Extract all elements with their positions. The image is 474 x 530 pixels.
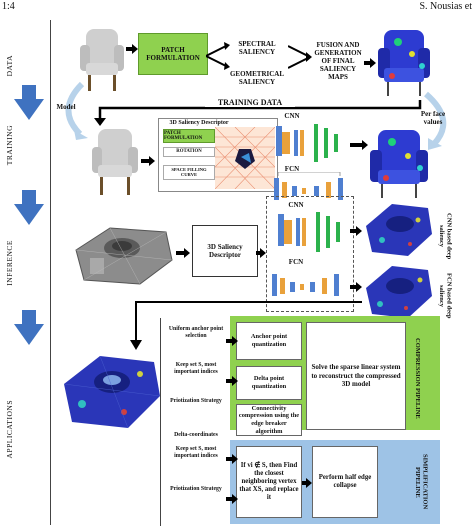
- rotation-chip: ROTATION: [163, 147, 215, 157]
- patch-mesh-image: [215, 127, 275, 189]
- keep-set-label: Keep set S, most important indices: [174, 362, 218, 375]
- model-label: Model: [56, 103, 76, 111]
- fusion-label: FUSION AND GENERATION OF FINAL SALIENCY …: [314, 41, 362, 82]
- fcn-label: FCN: [284, 165, 300, 173]
- descriptor-panel: 3D Saliency Descriptor PATCH FORMULATION…: [158, 118, 278, 192]
- cnn-label: CNN: [284, 112, 300, 120]
- page-number: 1:4: [2, 1, 15, 12]
- arrow-right-icon: [350, 282, 362, 292]
- saliency-armchair-image: [378, 30, 430, 96]
- anchor-quantization-box: Anchor point quantization: [236, 322, 302, 360]
- spectral-saliency-label: SPECTRAL SALIENCY: [238, 40, 276, 57]
- stage-data: DATA: [5, 55, 14, 77]
- model-arrow: [65, 81, 88, 140]
- mechanical-part-mesh: [75, 227, 173, 285]
- fcn-network-diagram: [272, 274, 339, 296]
- down-arrow-icon: [14, 310, 44, 345]
- training-data-label: TRAINING DATA: [205, 98, 295, 108]
- space-filling-chip: SPACE FILLING CURVE: [163, 165, 215, 180]
- arrow-right-icon: [256, 248, 266, 258]
- down-arrow-icon: [14, 85, 44, 120]
- saliency-armchair-image: [370, 130, 428, 198]
- armchair-image: [92, 129, 138, 195]
- stage-applications: APPLICATIONS: [5, 400, 14, 459]
- prioritization-label: Priotization Strategy: [170, 486, 222, 492]
- arrow-right-icon: [350, 140, 368, 150]
- compression-pipeline-label: COMPRESSION PIPELINE: [414, 337, 422, 419]
- training-data-arrow: [94, 100, 422, 126]
- fork-arrows-icon: [206, 42, 230, 70]
- arrow-right-icon: [226, 376, 238, 386]
- connectivity-compression-box: Connectivity compression using the edge …: [236, 404, 302, 436]
- keep-set-label: Keep set S, most important indices: [174, 446, 218, 459]
- per-face-label: Per face values: [420, 110, 446, 127]
- cnn-based-label: CNN based deep saliency: [438, 212, 453, 260]
- fcn-saliency-mesh: [366, 266, 432, 318]
- half-edge-collapse-box: Perform half edge collapse: [312, 446, 378, 518]
- descriptor-title: 3D Saliency Descriptor: [169, 120, 229, 126]
- saliency-descriptor-box: 3D Saliency Descriptor: [192, 225, 258, 277]
- cnn-network-diagram: [276, 124, 338, 162]
- solve-system-box: Solve the sparse linear system to recons…: [306, 322, 406, 430]
- arrow-right-icon: [302, 478, 312, 488]
- bracket-line: [160, 476, 161, 526]
- bracket-line: [160, 318, 161, 476]
- network-panel: [266, 196, 354, 312]
- running-header: S. Nousias et: [419, 1, 473, 12]
- merge-arrows-icon: [288, 45, 312, 69]
- cnn-network-diagram: [278, 212, 340, 252]
- geometrical-saliency-label: GEOMETRICAL SALIENCY: [229, 70, 285, 87]
- stage-inference: INFERENCE: [5, 240, 14, 286]
- simplification-pipeline-label: SIMPLIFICATION PIPELINE: [414, 454, 429, 510]
- cnn-saliency-mesh: [366, 204, 432, 256]
- fcn-network-diagram: [274, 172, 343, 200]
- stage-training: TRAINING: [5, 125, 14, 166]
- arrow-right-icon: [226, 494, 238, 504]
- prioritization-label: Priotization Strategy: [170, 398, 222, 404]
- arrow-right-icon: [141, 156, 155, 166]
- arrow-right-icon: [364, 58, 376, 68]
- inference-to-applications-arrow: [130, 301, 362, 350]
- patch-formulation-box: PATCH FORMULATION: [138, 33, 208, 75]
- arrow-right-icon: [226, 336, 238, 346]
- per-face-arrow: [423, 91, 447, 150]
- compressed-mesh: [63, 355, 161, 429]
- delta-coordinates-label: Delta-coordinates: [174, 432, 218, 438]
- down-arrow-icon: [14, 190, 44, 225]
- arrow-right-icon: [126, 44, 138, 54]
- uniform-anchor-label: Uniform anchor point selection: [168, 326, 224, 339]
- arrow-right-icon: [176, 248, 190, 258]
- closest-vertex-box: If vi ∉ S, then Find the closest neighbo…: [236, 446, 302, 518]
- arrow-right-icon: [350, 226, 362, 236]
- fcn-based-label: FCN based deep saliency: [438, 273, 453, 319]
- separator: [50, 20, 51, 525]
- arrow-right-icon: [226, 454, 238, 464]
- patch-formulation-chip: PATCH FORMULATION: [163, 129, 215, 143]
- delta-quantization-box: Delta point quantization: [236, 366, 302, 400]
- armchair-image: [80, 29, 124, 91]
- cnn-label: CNN: [288, 201, 304, 209]
- fcn-label: FCN: [288, 258, 304, 266]
